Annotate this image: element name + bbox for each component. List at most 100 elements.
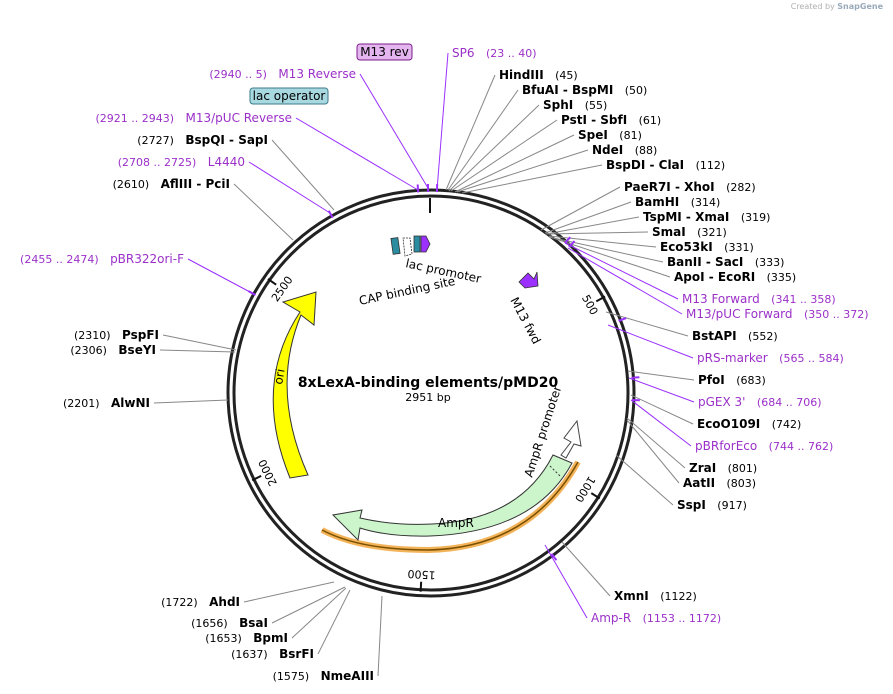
afliii-pcii-label: (2610) AflIII - PciI [113, 177, 230, 191]
alwni-gap [100, 396, 111, 410]
apoi-ecori-name: ApoI - EcoRI [674, 270, 755, 284]
sp6-position: (23 .. 40) [486, 47, 537, 60]
ampr-label: AmpR [438, 516, 474, 530]
bfuai-bspmi-label: BfuAI - BspMI (50) [522, 83, 647, 97]
nmeaiii-label: (1575) NmeAIII [273, 669, 374, 683]
bsrfi-position: (1637) [231, 648, 268, 661]
pspfi-name: PspFI [122, 328, 159, 342]
bamhi-label: BamHI (314) [635, 195, 720, 209]
m13-rev-box-label: M13 rev [360, 45, 409, 59]
bspqi-sapi-label: (2727) BspQI - SapI [137, 133, 268, 147]
bspqi-sapi-name: BspQI - SapI [185, 133, 268, 147]
ahdi-label: (1722) AhdI [161, 595, 240, 609]
m13-rev-callout: M13 rev [356, 43, 413, 61]
spei-name: SpeI [578, 128, 608, 142]
banii-saci-gap [743, 255, 754, 269]
sphi-position: (55) [585, 99, 608, 112]
m13-puc-forward-position: (350 .. 372) [804, 308, 869, 321]
m13-puc-forward-ring-mark [568, 240, 576, 248]
eco0109i-name: EcoO109I [697, 417, 760, 431]
sphi-name: SphI [543, 98, 573, 112]
pspfi-gap [111, 328, 122, 342]
pbrforeco-label: pBRforEco (744 .. 762) [695, 439, 833, 453]
lac-promoter-marker [402, 237, 413, 257]
pgex-3-position: (684 .. 706) [757, 396, 822, 409]
psti-sbfi-leader [450, 119, 558, 192]
pspfi-leader [162, 334, 237, 351]
psti-sbfi-position: (61) [639, 114, 662, 127]
bstapi-name: BstAPI [692, 329, 737, 343]
prs-marker-ring-mark [618, 317, 627, 322]
amp-r-ring-mark [550, 553, 558, 561]
pspfi-position: (2310) [74, 329, 111, 342]
pfoi-position: (683) [736, 374, 766, 387]
bseyi-position: (2306) [70, 344, 107, 357]
plasmid-name: 8xLexA-binding elements/pMD20 [298, 375, 559, 391]
paer7i-xhoi-position: (282) [726, 181, 756, 194]
nmeaiii-name: NmeAIII [321, 669, 374, 683]
ndei-label: NdeI (88) [592, 143, 657, 157]
bsai-gap [228, 616, 239, 630]
aatii-position: (803) [727, 477, 757, 490]
sphi-gap [573, 98, 584, 112]
prs-marker-label: pRS-marker (565 .. 584) [697, 351, 844, 365]
smai-name: SmaI [652, 225, 686, 239]
afliii-pcii-name: AflIII - PciI [161, 177, 230, 191]
eco53ki-leader [548, 235, 657, 248]
pbrforeco-name: pBRforEco [695, 439, 757, 453]
bspdi-clai-position: (112) [696, 159, 726, 172]
psti-sbfi-label: PstI - SbfI (61) [561, 113, 661, 127]
pbrforeco-position: (744 .. 762) [769, 440, 834, 453]
m13-rev-marker [420, 235, 431, 253]
bstapi-gap [737, 329, 748, 343]
m13-reverse-label: (2940 .. 5) M13 Reverse [209, 67, 356, 81]
tspmi-xmai-leader [545, 216, 640, 235]
alwni-name: AlwNI [111, 396, 150, 410]
apoi-ecori-label: ApoI - EcoRI (335) [674, 270, 796, 284]
sp6-name: SP6 [452, 46, 475, 60]
paer7i-xhoi-name: PaeR7I - XhoI [624, 180, 715, 194]
leader-lines [153, 52, 695, 677]
banii-saci-leader [548, 236, 664, 263]
tspmi-xmai-name: TspMI - XmaI [643, 210, 729, 224]
sphi-label: SphI (55) [543, 98, 607, 112]
bspqi-sapi-position: (2727) [137, 134, 174, 147]
apoi-ecori-position: (335) [767, 271, 797, 284]
tick-2500 [267, 278, 277, 286]
m13-forward-ring-mark [564, 236, 571, 244]
apoi-ecori-leader [549, 236, 671, 278]
bspqi-sapi-gap [174, 133, 185, 147]
backbone-inner [232, 194, 630, 592]
ahdi-name: AhdI [209, 595, 240, 609]
sspi-label: SspI (917) [677, 498, 747, 512]
m13-puc-forward-gap [793, 307, 804, 321]
eco53ki-position: (331) [724, 241, 754, 254]
bsrfi-leader [317, 589, 351, 655]
prs-marker-name: pRS-marker [697, 351, 768, 365]
amp-r-label: Amp-R (1153 .. 1172) [591, 611, 721, 625]
bspdi-clai-label: BspDI - ClaI (112) [606, 158, 725, 172]
pspfi-label: (2310) PspFI [74, 328, 159, 342]
bfuai-bspmi-name: BfuAI - BspMI [522, 83, 613, 97]
bsai-label: (1656) BsaI [191, 616, 268, 630]
m13-puc-reverse-gap [174, 111, 185, 125]
pbr322ori-f-label: (2455 .. 2474) pBR322ori-F [20, 252, 184, 266]
credit-prefix: Created by [790, 2, 835, 11]
m13-fwd-marker [518, 271, 539, 289]
pbrforeco-leader [630, 399, 692, 447]
nmeaiii-gap [309, 669, 320, 683]
m13-puc-reverse-ring-mark [416, 184, 420, 193]
xmni-leader [561, 541, 611, 597]
hindiii-label: HindIII (45) [499, 68, 578, 82]
m13-puc-reverse-leader [295, 117, 419, 191]
m13-puc-reverse-name: M13/pUC Reverse [186, 111, 293, 125]
site-labels: HindIII (45)BfuAI - BspMI (50)SphI (55)P… [20, 46, 869, 683]
ndei-position: (88) [635, 144, 658, 157]
tspmi-xmai-position: (319) [741, 211, 771, 224]
sspi-gap [706, 498, 717, 512]
m13-puc-forward-name: M13/pUC Forward [686, 307, 793, 321]
hindiii-name: HindIII [499, 68, 544, 82]
credit-brand: SnapGene [837, 2, 883, 11]
paer7i-xhoi-gap [715, 180, 726, 194]
